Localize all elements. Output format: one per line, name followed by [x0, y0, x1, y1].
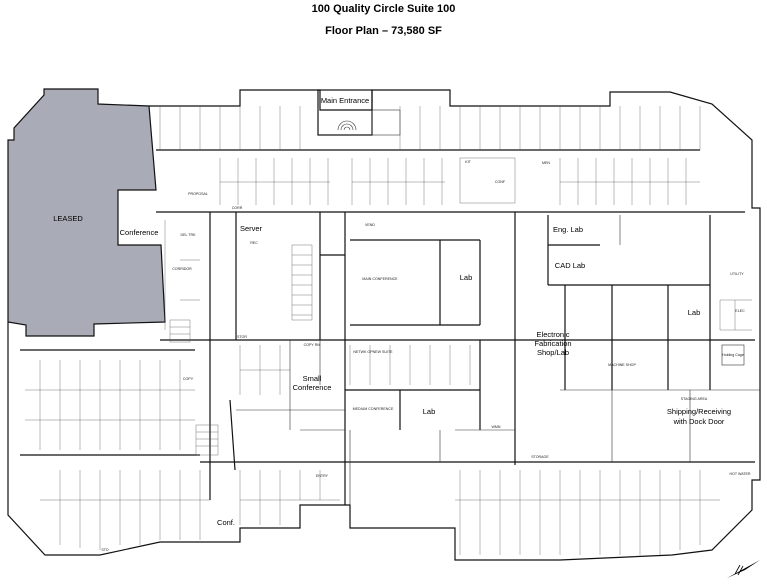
- label-copy-rm: COPY RM: [304, 343, 321, 347]
- label-medium-conference: MEDIUM CONFERENCE: [353, 407, 394, 411]
- office-cells-left: [25, 360, 195, 450]
- label-kit: KIT: [465, 160, 471, 164]
- label-conf-top: CONF: [495, 180, 506, 184]
- label-netwk: NETWK OPNEW SUITE: [353, 350, 393, 354]
- label-utility: UTILITY: [730, 272, 744, 276]
- label-electronic-fab-3: Shop/Lab: [537, 348, 569, 357]
- label-main-conference: MAIN CONFERENCE: [362, 277, 398, 281]
- label-server: Server: [240, 224, 263, 233]
- label-lab-right: Lab: [688, 308, 701, 317]
- label-rec: REC: [250, 241, 258, 245]
- north-arrow-icon: [727, 560, 760, 578]
- label-entry: ENTRY: [316, 474, 329, 478]
- label-lab-lower: Lab: [423, 407, 436, 416]
- office-cells-bottom: [40, 470, 720, 555]
- label-storage: STORAGE: [531, 455, 549, 459]
- label-small-conference-1: Small: [303, 374, 322, 383]
- label-staging-area: STAGING AREA: [681, 397, 708, 401]
- office-cells-upper-row: [219, 157, 700, 205]
- label-proposal: PROPOSAL: [188, 192, 208, 196]
- label-electronic-fab-2: Fabrication: [534, 339, 571, 348]
- label-holding-cage: Holding Cage: [722, 353, 744, 357]
- label-corr: CORR: [232, 206, 243, 210]
- label-stor: STOR: [237, 335, 247, 339]
- label-std: STD: [101, 548, 109, 552]
- label-lab-center: Lab: [460, 273, 473, 282]
- stairs: [169, 244, 313, 456]
- label-shipping-1: Shipping/Receiving: [667, 407, 731, 416]
- label-conference: Conference: [120, 228, 159, 237]
- label-leased: LEASED: [53, 214, 83, 223]
- label-del-trk: DEL TRK: [181, 233, 197, 237]
- leased-area: [7, 88, 166, 337]
- label-main-entrance: Main Entrance: [321, 96, 369, 105]
- label-wmn: WMN: [492, 425, 501, 429]
- office-cells-top: [159, 106, 701, 150]
- label-conf: Conf.: [217, 518, 235, 527]
- plan-subtitle: Floor Plan – 73,580 SF: [325, 25, 442, 37]
- label-electronic-fab-1: Electronic: [537, 330, 570, 339]
- reception-room: [371, 109, 401, 136]
- label-shipping-2: with Dock Door: [673, 417, 725, 426]
- office-cells-middle: [164, 220, 752, 395]
- inner-walls: [20, 149, 755, 505]
- label-copy: COPY: [183, 377, 194, 381]
- label-small-conference-2: Conference: [293, 383, 332, 392]
- entrance-stair-arc: [337, 120, 357, 131]
- label-men: MEN: [542, 161, 550, 165]
- label-eng-lab: Eng. Lab: [553, 225, 583, 234]
- holding-cage: [721, 344, 745, 366]
- label-cad-lab: CAD Lab: [555, 261, 585, 270]
- label-machine-shop: MACHINE SHOP: [608, 363, 636, 367]
- label-hot-water: HOT WATER: [729, 472, 750, 476]
- misc-walls: [236, 215, 760, 505]
- plan-title: 100 Quality Circle Suite 100: [311, 3, 456, 15]
- label-elec: ELEC: [735, 309, 745, 313]
- label-vend: VEND: [365, 223, 375, 227]
- label-corridor: CORRIDOR: [172, 267, 192, 271]
